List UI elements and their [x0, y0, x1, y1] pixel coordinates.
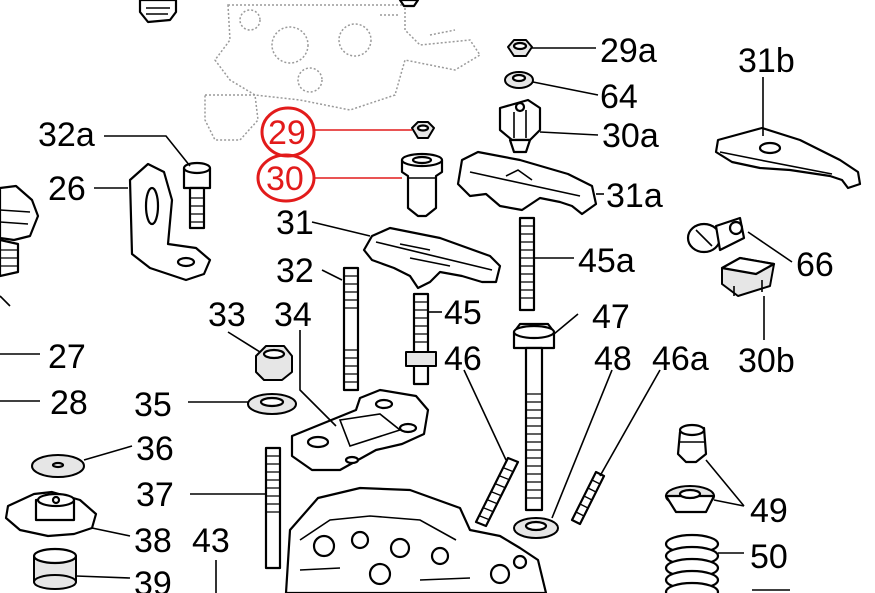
label-32: 32 [276, 252, 314, 290]
part-31b-rocker [714, 77, 862, 190]
part-46-pin [463, 369, 520, 528]
cylinder-head [284, 486, 548, 593]
part-37-stud [190, 446, 282, 570]
part-32a-screw [104, 135, 212, 230]
part-35-washer [188, 393, 297, 415]
label-28: 28 [50, 384, 88, 422]
part-26-bracket [94, 162, 212, 282]
part-64-washer [504, 71, 599, 96]
label-31a: 31a [606, 177, 663, 215]
left-edge-parts [0, 184, 40, 402]
label-64: 64 [600, 78, 638, 116]
label-46: 46 [444, 340, 482, 378]
label-45a: 45a [578, 242, 635, 280]
label-48: 48 [594, 340, 632, 378]
part-30a-adjuster [498, 98, 599, 154]
part-31-rocker [311, 221, 502, 290]
label-47: 47 [592, 298, 630, 336]
part-30-sleeve [400, 152, 444, 218]
label-66: 66 [796, 246, 834, 284]
label-29: 29 [268, 114, 306, 152]
background-casting-ghost [204, 4, 482, 141]
top-fitting [138, 0, 420, 24]
part-48-washer [513, 369, 613, 539]
label-30: 30 [266, 160, 304, 198]
part-50-spring [664, 533, 744, 593]
part-46a-pin [570, 369, 661, 526]
label-31b: 31b [738, 42, 795, 80]
label-26: 26 [48, 170, 86, 208]
part-66-adjuster-screw [686, 216, 793, 263]
part-33-nut [227, 331, 293, 381]
part-39-pad [32, 547, 131, 590]
part-36-pad [31, 445, 133, 478]
part-49-retainer [664, 423, 745, 514]
label-33: 33 [208, 296, 246, 334]
label-32a: 32a [38, 116, 95, 154]
label-31: 31 [276, 204, 314, 242]
part-29a-nut [507, 39, 596, 57]
label-46a: 46a [652, 340, 709, 378]
label-38: 38 [134, 522, 172, 560]
label-29a: 29a [600, 32, 657, 70]
part-45-stud [405, 292, 442, 386]
part-34-plate [290, 330, 430, 472]
part-29-nut [411, 121, 435, 139]
label-37: 37 [136, 476, 174, 514]
label-34: 34 [274, 296, 312, 334]
part-30b-pad [720, 256, 776, 340]
label-30b: 30b [738, 342, 795, 380]
callout-labels: 29a 64 30a 31b 32a 29 30 31a 26 66 31 45… [38, 32, 834, 593]
label-27: 27 [48, 338, 86, 376]
label-50: 50 [750, 538, 788, 576]
part-38-mount [4, 490, 131, 538]
part-47-bolt [512, 313, 579, 512]
label-43: 43 [192, 522, 230, 560]
label-45: 45 [444, 294, 482, 332]
part-45a-stud [518, 216, 574, 312]
label-39: 39 [134, 565, 172, 593]
label-30a: 30a [602, 117, 659, 155]
part-32-stud [321, 266, 360, 392]
label-49: 49 [750, 492, 788, 530]
label-36: 36 [136, 430, 174, 468]
highlight-marks [256, 106, 412, 203]
label-35: 35 [134, 386, 172, 424]
part-31a-rocker [456, 150, 604, 216]
